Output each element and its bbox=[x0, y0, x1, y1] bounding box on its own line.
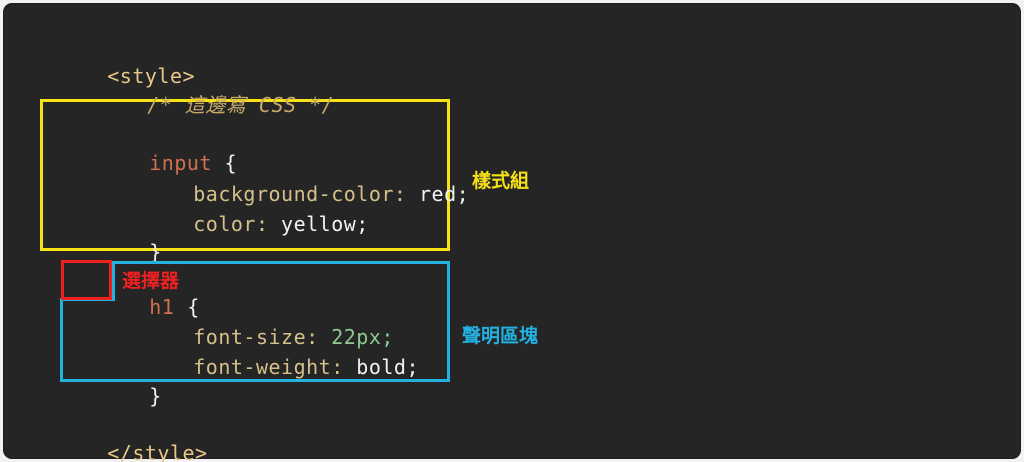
code-line-h1-close: } bbox=[74, 354, 162, 438]
code-line-style-open: <style> bbox=[32, 34, 195, 118]
code-line-h1-brace: { bbox=[112, 265, 200, 349]
selector-h1: h1 bbox=[149, 295, 175, 319]
style-open-tag: <style> bbox=[107, 64, 196, 88]
code-line-input-open: input { bbox=[74, 121, 237, 205]
style-group-highlight-box bbox=[40, 99, 450, 251]
open-brace-h1: { bbox=[187, 295, 200, 319]
value-yellow: yellow; bbox=[268, 212, 369, 236]
code-line-h1-open: h1 bbox=[74, 265, 174, 349]
property-font-weight: font-weight: bbox=[193, 355, 344, 379]
close-brace-input: } bbox=[149, 240, 162, 264]
declaration-block-outline-left bbox=[60, 301, 63, 382]
open-brace-input: { bbox=[211, 151, 238, 175]
declaration-block-outline-top bbox=[112, 261, 450, 264]
declaration-block-outline-right bbox=[447, 261, 450, 382]
code-line-comment: /* 這邊寫 CSS */ bbox=[72, 63, 334, 147]
css-comment: /* 這邊寫 CSS */ bbox=[147, 93, 335, 117]
code-line-style-close: </style> bbox=[32, 411, 208, 462]
value-bold: bold; bbox=[343, 355, 419, 379]
property-font-size: font-size: bbox=[193, 325, 319, 349]
code-line-font-weight: font-weight: bold; bbox=[118, 325, 419, 409]
style-close-tag: </style> bbox=[107, 441, 208, 462]
declaration-block-outline-notch-riser bbox=[112, 261, 115, 301]
value-22px: 22px; bbox=[318, 325, 394, 349]
property-background-color: background-color: bbox=[193, 182, 407, 206]
annotation-label-declaration-block: 聲明區塊 bbox=[462, 325, 539, 347]
value-red: red; bbox=[406, 182, 470, 206]
code-line-input-close: } bbox=[74, 210, 162, 294]
code-line-background-color: background-color: red; bbox=[118, 152, 469, 236]
declaration-block-outline-bottom bbox=[60, 379, 450, 382]
annotation-label-style-group: 樣式組 bbox=[472, 170, 530, 192]
selector-input: input bbox=[149, 151, 212, 175]
code-panel: <style> /* 這邊寫 CSS */ input { background… bbox=[4, 4, 1020, 462]
close-brace-h1: } bbox=[149, 384, 162, 408]
code-line-font-size: font-size: 22px; bbox=[118, 295, 394, 379]
annotation-label-selector: 選擇器 bbox=[122, 270, 180, 292]
code-line-color: color: yellow; bbox=[118, 182, 369, 266]
selector-highlight-box bbox=[61, 260, 112, 300]
property-color: color: bbox=[193, 212, 269, 236]
